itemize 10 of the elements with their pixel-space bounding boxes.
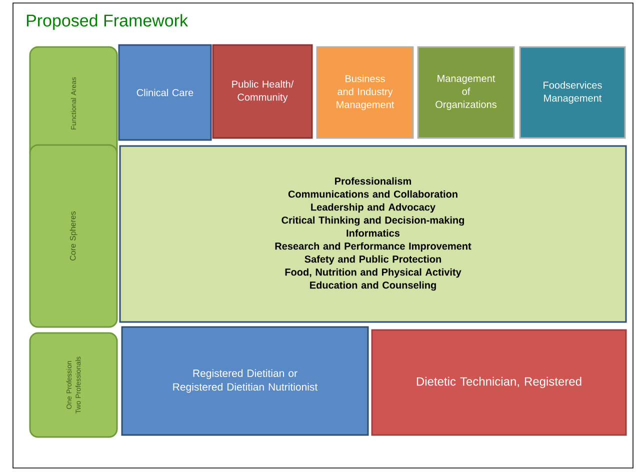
area-box: Clinical Care [118, 44, 212, 141]
title: Proposed Framework [26, 14, 188, 30]
core-spheres-box: Professionalism Communications and Collaboration Leadership and Advocacy Critical Thinking and Decision-making Informatics Research and Performance Improvement Safety and Public Protection Food, Nutrition and Physical Activity Education and Counseling [119, 145, 627, 323]
profession-box: Registered Dietitian or Registered Dietitian Nutritionist [121, 326, 369, 436]
profession-box: Dietetic Technician, Registered [371, 329, 627, 436]
side-tab: Core Spheres [29, 144, 118, 328]
area-box: Business and Industry Management [316, 46, 414, 139]
area-box: Foodservices Management [519, 46, 626, 139]
area-box: Public Health/ Community [212, 44, 313, 139]
area-box: Management of Organizations [417, 46, 515, 139]
